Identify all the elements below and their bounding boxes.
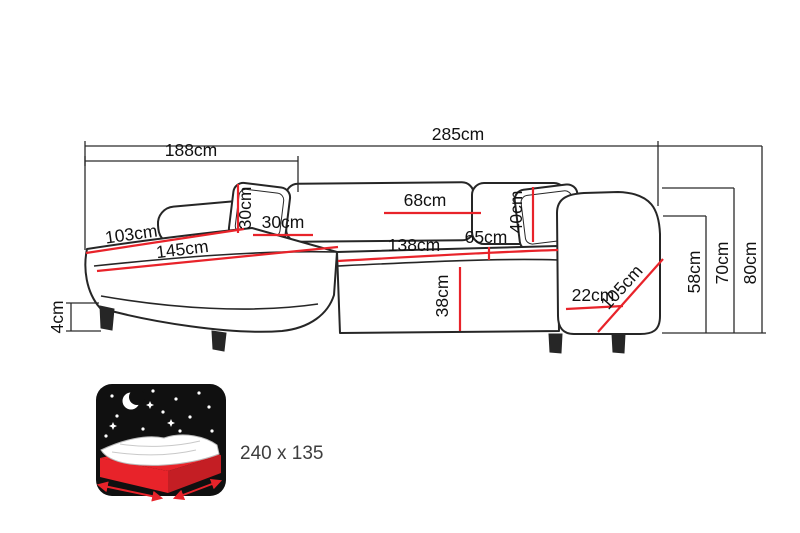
black-dimension-lines bbox=[66, 141, 766, 334]
dim-label-38: 38cm bbox=[432, 275, 452, 318]
blanket-icon bbox=[100, 434, 220, 466]
dim-label-58: 58cm bbox=[684, 251, 704, 294]
dim-label-30-horizontal: 30cm bbox=[262, 212, 305, 232]
right-armrest bbox=[556, 191, 661, 335]
red-dimension-lines bbox=[85, 184, 664, 333]
chaise-seam-top bbox=[93, 250, 337, 267]
leg-center-right bbox=[548, 333, 563, 354]
dim-line-armrest-width bbox=[565, 304, 624, 311]
bed-size-label: 240 x 135 bbox=[240, 443, 323, 464]
dim-label-138: 138cm bbox=[388, 235, 441, 255]
sofa-legs bbox=[99, 305, 626, 354]
bed-width-arrow bbox=[172, 478, 223, 501]
main-seat bbox=[336, 245, 560, 334]
sofa-drawing bbox=[84, 181, 661, 354]
dim-label-285: 285cm bbox=[432, 124, 485, 144]
moon-icon-mask bbox=[129, 389, 145, 405]
dim-label-40: 40cm bbox=[506, 191, 526, 234]
bed-length-arrow bbox=[96, 481, 164, 502]
blanket-fold-line-1 bbox=[111, 449, 197, 456]
leg-front-right bbox=[611, 333, 626, 354]
dim-label-80: 80cm bbox=[740, 242, 760, 285]
bed-size-arrows bbox=[96, 478, 223, 502]
dim-label-70: 70cm bbox=[712, 242, 732, 285]
seat-front-seam bbox=[336, 258, 559, 267]
leg-front-left bbox=[99, 305, 115, 331]
dim-line-chaise-edge bbox=[85, 227, 245, 255]
dim-line-side-depth bbox=[597, 258, 664, 333]
dim-label-68: 68cm bbox=[404, 190, 447, 210]
dim-label-30-vertical: 30cm bbox=[235, 187, 255, 230]
sleeping-function-icon: 240 x 135 bbox=[96, 384, 323, 502]
dim-line-seat-width bbox=[337, 248, 559, 263]
chaise-seam-bottom bbox=[100, 295, 319, 310]
leg-center-left bbox=[211, 330, 227, 352]
blanket-fold-line-2 bbox=[119, 440, 201, 447]
dim-line-chaise-length bbox=[96, 245, 339, 273]
dim-label-65: 65cm bbox=[465, 227, 508, 247]
dim-label-188: 188cm bbox=[165, 140, 218, 160]
dim-label-22: 22cm bbox=[572, 285, 615, 305]
dim-label-4: 4cm bbox=[47, 300, 67, 333]
